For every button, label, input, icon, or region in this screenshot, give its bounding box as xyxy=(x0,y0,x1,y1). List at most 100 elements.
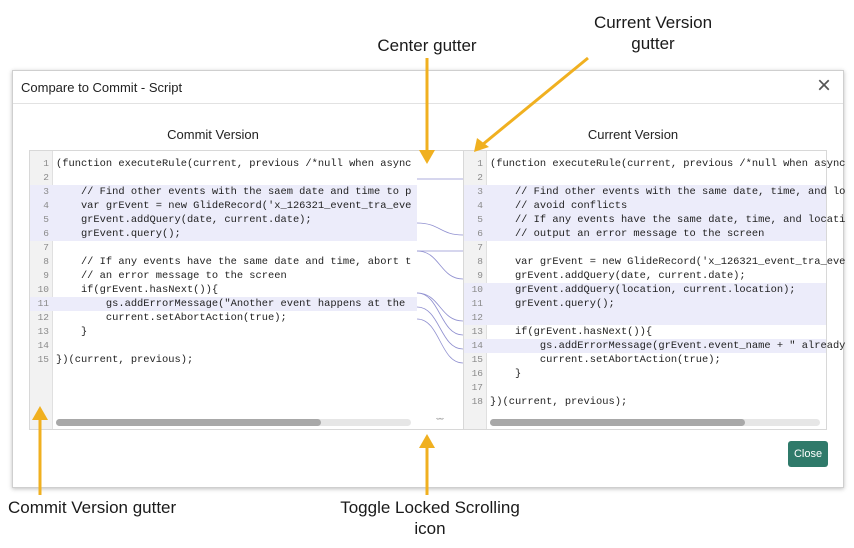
line-text: // If any events have the same date and … xyxy=(56,256,412,268)
line-text: var grEvent = new GlideRecord('x_126321_… xyxy=(56,200,412,212)
code-line: 8 // If any events have the same date an… xyxy=(30,255,417,269)
line-number: 7 xyxy=(477,242,483,253)
line-text: // Find other events with the saem date … xyxy=(56,186,412,198)
code-line: 14 gs.addErrorMessage(grEvent.event_name… xyxy=(464,339,845,353)
code-line: 7 xyxy=(30,241,417,255)
line-number: 5 xyxy=(43,214,49,225)
line-number: 12 xyxy=(37,312,49,323)
current-version-editor[interactable]: 1 (function executeRule(current, previous… xyxy=(463,150,845,430)
toggle-locked-scrolling-icon[interactable]: ⇔⇔ xyxy=(436,415,444,422)
code-line: 14 xyxy=(30,339,417,353)
code-line: 5 grEvent.addQuery(date, current.date); xyxy=(30,213,417,227)
code-line: 9 // an error message to the screen xyxy=(30,269,417,283)
compare-dialog: Compare to Commit - Script × Commit Vers… xyxy=(12,70,845,488)
current-scroll-thumb[interactable] xyxy=(490,419,745,426)
line-text: var grEvent = new GlideRecord('x_126321_… xyxy=(490,256,846,268)
line-text: })(current, previous); xyxy=(490,396,628,408)
line-number: 6 xyxy=(43,228,49,239)
line-number: 9 xyxy=(43,270,49,281)
commit-scroll-thumb[interactable] xyxy=(56,419,321,426)
code-line: 10 grEvent.addQuery(location, current.lo… xyxy=(464,283,826,297)
line-text: gs.addErrorMessage(grEvent.event_name + … xyxy=(490,340,846,352)
callout-current-gutter-line2: gutter xyxy=(631,34,675,53)
code-line: 2 xyxy=(464,171,826,185)
line-number: 1 xyxy=(477,158,483,169)
code-line: 17 xyxy=(464,381,826,395)
line-text: current.setAbortAction(true); xyxy=(56,312,287,324)
line-number: 12 xyxy=(471,312,483,323)
line-number: 13 xyxy=(471,326,483,337)
code-line: 1(function executeRule(current, previous… xyxy=(30,157,417,171)
code-line: 4 var grEvent = new GlideRecord('x_12632… xyxy=(30,199,417,213)
line-number: 2 xyxy=(43,172,49,183)
line-text: // an error message to the screen xyxy=(56,270,287,282)
line-number: 10 xyxy=(471,284,483,295)
callout-current-gutter-line1: Current Version xyxy=(593,13,713,32)
center-gutter-connectors xyxy=(416,178,464,364)
line-number: 16 xyxy=(471,368,483,379)
line-number: 5 xyxy=(477,214,483,225)
line-text: // avoid conflicts xyxy=(490,200,628,212)
commit-horizontal-scrollbar[interactable] xyxy=(56,419,411,426)
line-text: gs.addErrorMessage("Another event happen… xyxy=(56,298,406,310)
line-text: })(current, previous); xyxy=(56,354,194,366)
line-text: // output an error message to the screen xyxy=(490,228,765,240)
line-number: 11 xyxy=(471,298,483,309)
line-number: 4 xyxy=(477,200,483,211)
line-text: grEvent.addQuery(date, current.date); xyxy=(56,214,312,226)
code-line: 5 // If any events have the same date, t… xyxy=(464,213,845,227)
line-text: if(grEvent.hasNext()){ xyxy=(56,284,219,296)
line-text: (function executeRule(current, previous … xyxy=(490,158,846,170)
center-gutter: ⇔⇔ xyxy=(416,150,464,430)
line-number: 7 xyxy=(43,242,49,253)
line-number: 11 xyxy=(37,298,49,309)
code-line: 11 grEvent.query(); xyxy=(464,297,826,311)
dialog-title: Compare to Commit - Script xyxy=(21,80,183,95)
close-icon[interactable]: × xyxy=(816,72,831,99)
code-line: 11 gs.addErrorMessage("Another event hap… xyxy=(30,297,417,311)
line-number: 18 xyxy=(471,396,483,407)
code-line: 16 } xyxy=(464,367,826,381)
commit-version-editor[interactable]: 1(function executeRule(current, previous… xyxy=(29,150,418,430)
line-number: 6 xyxy=(477,228,483,239)
code-line: 7 xyxy=(464,241,826,255)
line-text: grEvent.query(); xyxy=(56,228,181,240)
code-line: 15 current.setAbortAction(true); xyxy=(464,353,826,367)
code-line: 10 if(grEvent.hasNext()){ xyxy=(30,283,417,297)
line-text: } xyxy=(490,368,522,380)
line-text: grEvent.query(); xyxy=(490,298,615,310)
line-text: grEvent.addQuery(date, current.date); xyxy=(490,270,746,282)
close-button[interactable]: Close xyxy=(788,441,828,467)
line-number: 8 xyxy=(477,256,483,267)
line-text: // If any events have the same date, tim… xyxy=(490,214,846,226)
code-line: 6 // output an error message to the scre… xyxy=(464,227,826,241)
code-line: 6 grEvent.query(); xyxy=(30,227,417,241)
line-number: 2 xyxy=(477,172,483,183)
line-number: 4 xyxy=(43,200,49,211)
line-number: 8 xyxy=(43,256,49,267)
code-line: 15})(current, previous); xyxy=(30,353,417,367)
code-line: 13 if(grEvent.hasNext()){ xyxy=(464,325,826,339)
line-text: } xyxy=(56,326,88,338)
callout-toggle-line1: Toggle Locked Scrolling xyxy=(340,498,520,517)
dialog-header: Compare to Commit - Script × xyxy=(13,71,843,104)
line-text: grEvent.addQuery(location, current.locat… xyxy=(490,284,796,296)
line-number: 15 xyxy=(471,354,483,365)
code-line: 8 var grEvent = new GlideRecord('x_12632… xyxy=(464,255,845,269)
current-horizontal-scrollbar[interactable] xyxy=(490,419,820,426)
callout-commit-version-gutter: Commit Version gutter xyxy=(8,498,177,517)
line-number: 13 xyxy=(37,326,49,337)
code-line: 4 // avoid conflicts xyxy=(464,199,826,213)
callout-toggle-line2: icon xyxy=(414,519,446,538)
code-line: 3 // Find other events with the saem dat… xyxy=(30,185,417,199)
line-number: 1 xyxy=(43,158,49,169)
line-text: if(grEvent.hasNext()){ xyxy=(490,326,653,338)
line-number: 3 xyxy=(477,186,483,197)
line-number: 14 xyxy=(471,340,483,351)
line-text: // Find other events with the same date,… xyxy=(490,186,846,198)
callout-toggle-locked-scrolling: Toggle Locked Scrolling icon xyxy=(330,497,530,539)
code-line: 2 xyxy=(30,171,417,185)
code-line: 12 xyxy=(464,311,826,325)
code-line: 3 // Find other events with the same dat… xyxy=(464,185,845,199)
line-text: current.setAbortAction(true); xyxy=(490,354,721,366)
